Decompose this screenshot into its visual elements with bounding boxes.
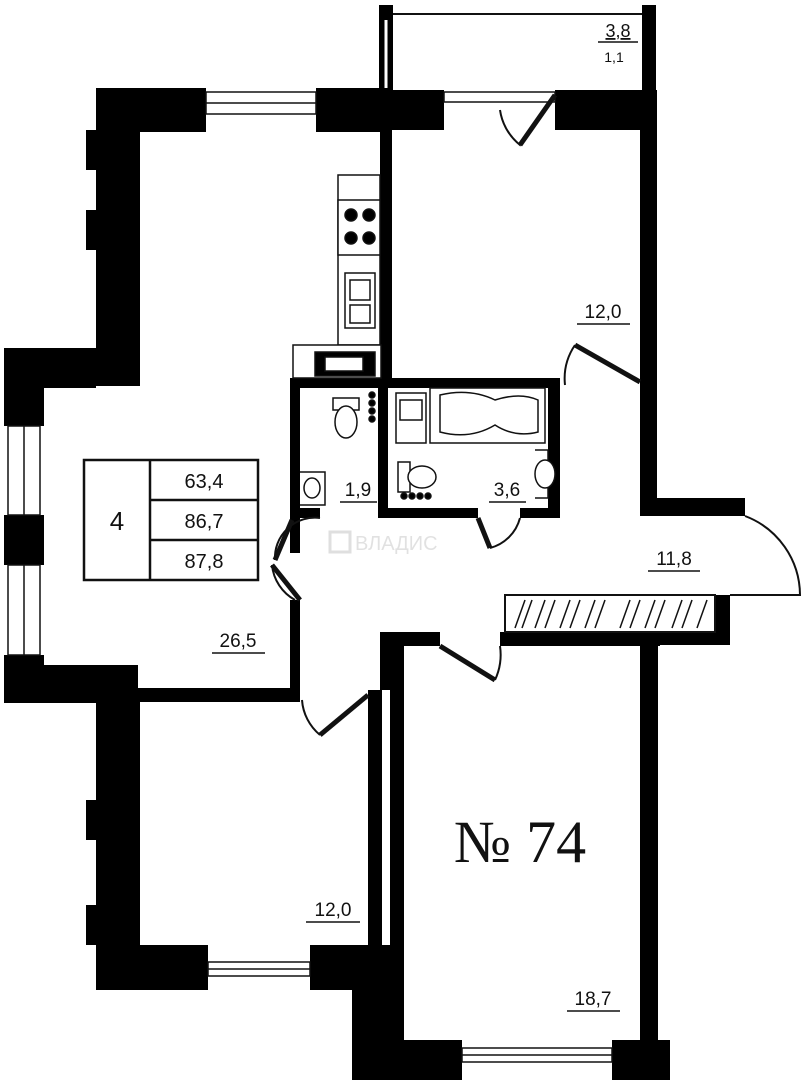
kitchen: [292, 174, 382, 379]
room-labels: 3,8 1,1 12,0 1,9 3,6 11,8 26,5 12,0 18,7: [212, 21, 700, 1012]
bedroom-bottom-left-area-label: 12,0: [315, 900, 352, 921]
bathroom-area-label: 3,6: [494, 480, 520, 501]
total-area-value: 86,7: [185, 511, 224, 533]
pipes-icon: [400, 492, 432, 500]
bathtub-icon: [429, 387, 546, 444]
living-room-area-label: 26,5: [220, 631, 257, 652]
bedroom-top-right-area-label: 12,0: [585, 302, 622, 323]
windows: [7, 91, 613, 1063]
toilet-icon: [397, 461, 437, 493]
balcony-coefficient-label: 1,1: [604, 49, 624, 65]
apartment-number: № 74: [454, 809, 586, 875]
stove-icon: [344, 208, 376, 245]
wardrobe: [504, 594, 716, 633]
washbasin-icon: [300, 471, 326, 506]
balcony: [379, 5, 656, 95]
balcony-area-label: 3,8: [605, 21, 630, 41]
room-count: 4: [110, 506, 124, 536]
sink-icon: [344, 272, 376, 329]
watermark: ВЛАДИС: [328, 530, 438, 555]
living-area-value: 63,4: [185, 471, 224, 493]
washing-machine-icon: [395, 392, 427, 444]
summary-table: 4 63,4 86,7 87,8: [82, 458, 260, 582]
bedroom-bottom-right-area-label: 18,7: [575, 989, 612, 1010]
total-area-with-balcony-value: 87,8: [185, 551, 224, 573]
toilet-icon: [332, 397, 360, 439]
pipes-icon: [368, 391, 376, 423]
wc-area-label: 1,9: [345, 480, 371, 501]
walls: [4, 88, 745, 1080]
doors: [270, 93, 802, 737]
watermark-text: ВЛАДИС: [355, 533, 438, 555]
washbasin-icon: [534, 449, 556, 499]
wc-fixtures: [300, 391, 376, 506]
hallway-area-label: 11,8: [656, 549, 692, 570]
bathroom-fixtures: [395, 387, 556, 500]
